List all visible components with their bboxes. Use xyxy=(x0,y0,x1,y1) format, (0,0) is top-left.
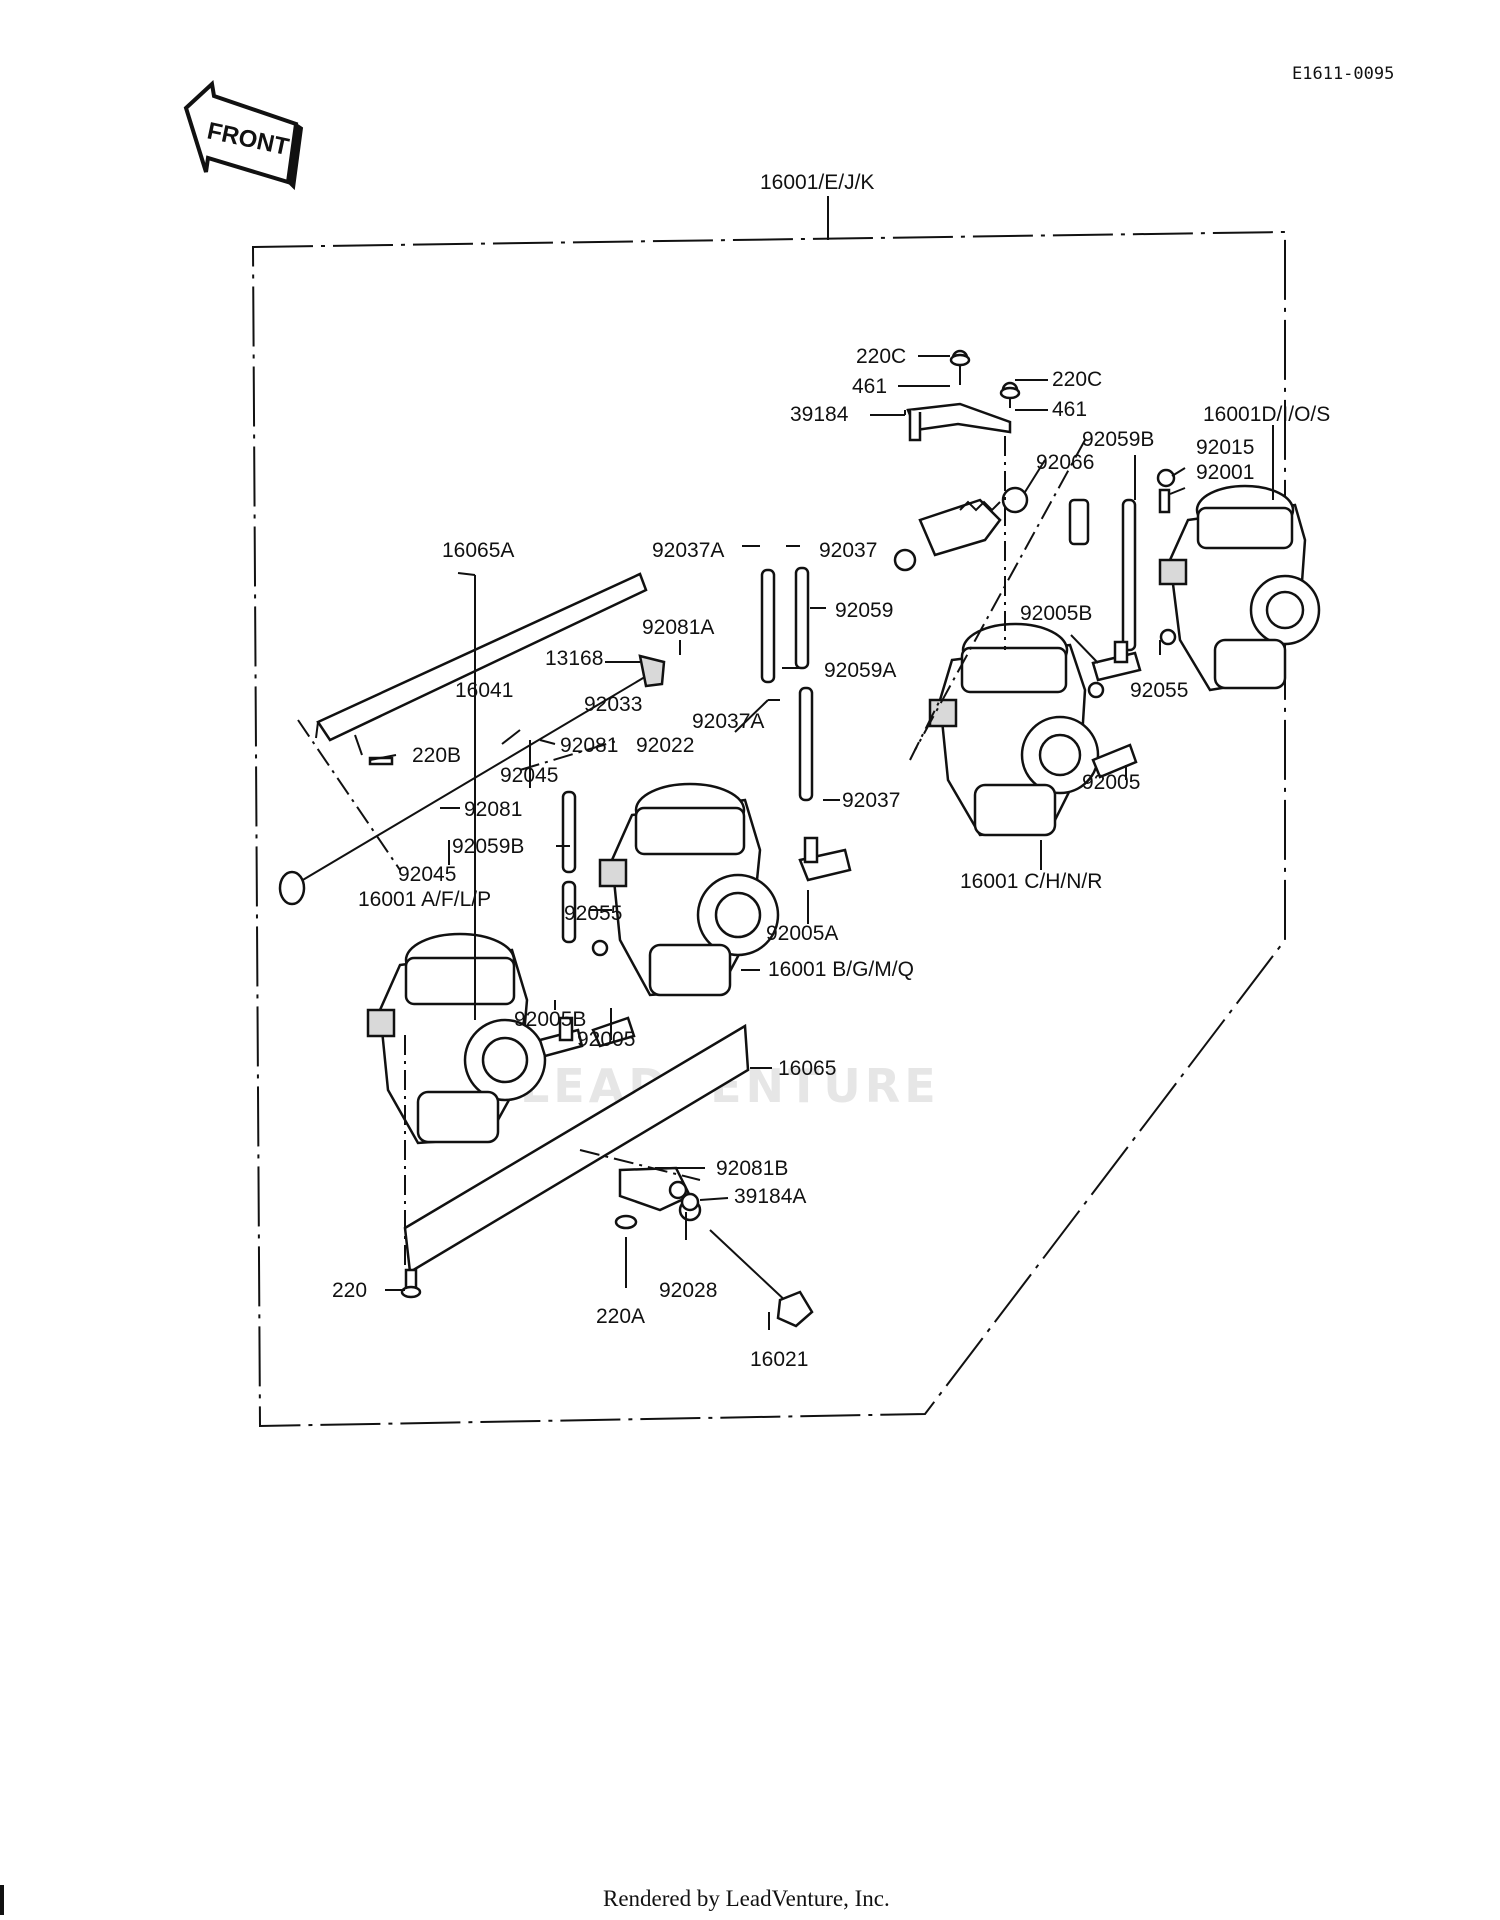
callout-16001BGMQ: 16001 B/G/M/Q xyxy=(768,958,914,981)
assembly-boundary xyxy=(251,230,1286,1428)
callout-220A: 220A xyxy=(596,1305,645,1328)
callout-220B: 220B xyxy=(412,744,461,767)
callout-39184: 39184 xyxy=(790,403,849,426)
carburetor-right-rear xyxy=(1158,484,1321,692)
callout-92005B-a: 92005B xyxy=(1020,602,1092,625)
carburetor-center xyxy=(598,782,780,997)
callout-92081A: 92081A xyxy=(642,616,714,639)
callout-92059B-b: 92059B xyxy=(452,835,524,858)
callout-16065: 16065 xyxy=(778,1057,836,1080)
callout-92005B-b: 92005B xyxy=(514,1008,586,1031)
callout-16001EJK: 16001/E/J/K xyxy=(760,171,874,194)
fittings xyxy=(538,468,1177,1058)
callout-16021: 16021 xyxy=(750,1348,808,1371)
callout-92037A-b: 92037A xyxy=(692,710,764,733)
callout-92059: 92059 xyxy=(835,599,893,622)
carburetor-right-front xyxy=(928,622,1100,837)
callout-220C-b: 220C xyxy=(1052,368,1102,391)
throttle-shaft-16041 xyxy=(278,654,666,906)
callout-92015: 92015 xyxy=(1196,436,1254,459)
callout-39184A: 39184A xyxy=(734,1185,806,1208)
callout-461-a: 461 xyxy=(852,375,887,398)
callout-92059B-a: 92059B xyxy=(1082,428,1154,451)
callout-92066: 92066 xyxy=(1036,451,1094,474)
callout-92022: 92022 xyxy=(636,734,694,757)
bracket-16065A xyxy=(315,572,648,742)
callout-92005-b: 92005 xyxy=(577,1028,635,1051)
callout-92005A: 92005A xyxy=(766,922,838,945)
pipes xyxy=(561,498,1137,944)
callout-92005-a: 92005 xyxy=(1082,771,1140,794)
callout-92055-b: 92055 xyxy=(564,902,622,925)
left-edge-mark xyxy=(0,1885,4,1915)
spring-assembly xyxy=(893,486,1029,572)
callout-92045-b: 92045 xyxy=(398,863,456,886)
callout-92037-b: 92037 xyxy=(842,789,900,812)
bracket-16065 xyxy=(403,1023,750,1275)
callout-92033: 92033 xyxy=(584,693,642,716)
callout-220C-a: 220C xyxy=(856,345,906,368)
callout-92081-b: 92081 xyxy=(464,798,522,821)
callout-92059A: 92059A xyxy=(824,659,896,682)
callout-16041: 16041 xyxy=(455,679,513,702)
callout-16001DIOS: 16001D/I/O/S xyxy=(1203,403,1330,426)
callout-16001AFLP: 16001 A/F/L/P xyxy=(358,888,491,911)
callout-13168: 13168 xyxy=(545,647,603,670)
centerlines xyxy=(297,436,1086,1265)
callout-92028: 92028 xyxy=(659,1279,717,1302)
footer-credit: Rendered by LeadVenture, Inc. xyxy=(603,1886,890,1911)
callout-92081-a: 92081 xyxy=(560,734,618,757)
screw-16021 xyxy=(709,1229,814,1328)
carburetor-left xyxy=(366,932,547,1145)
callouts: 16001/E/J/K 220C 461 220C 461 39184 1600… xyxy=(332,171,1330,1371)
callout-92037-a: 92037 xyxy=(819,539,877,562)
callout-92037A-a: 92037A xyxy=(652,539,724,562)
callout-16001CHNR: 16001 C/H/N/R xyxy=(960,870,1102,893)
diagram-code: E1611-0095 xyxy=(1292,64,1394,84)
callout-92081B: 92081B xyxy=(716,1157,788,1180)
callout-92001: 92001 xyxy=(1196,461,1254,484)
leader-lines xyxy=(354,355,1274,1330)
front-arrow-icon: FRONT xyxy=(183,80,304,191)
hardware xyxy=(368,353,1021,1299)
callout-220: 220 xyxy=(332,1279,367,1302)
callout-92055-a: 92055 xyxy=(1130,679,1188,702)
callout-16065A: 16065A xyxy=(442,539,514,562)
callout-461-b: 461 xyxy=(1052,398,1087,421)
callout-92045-a: 92045 xyxy=(500,764,558,787)
